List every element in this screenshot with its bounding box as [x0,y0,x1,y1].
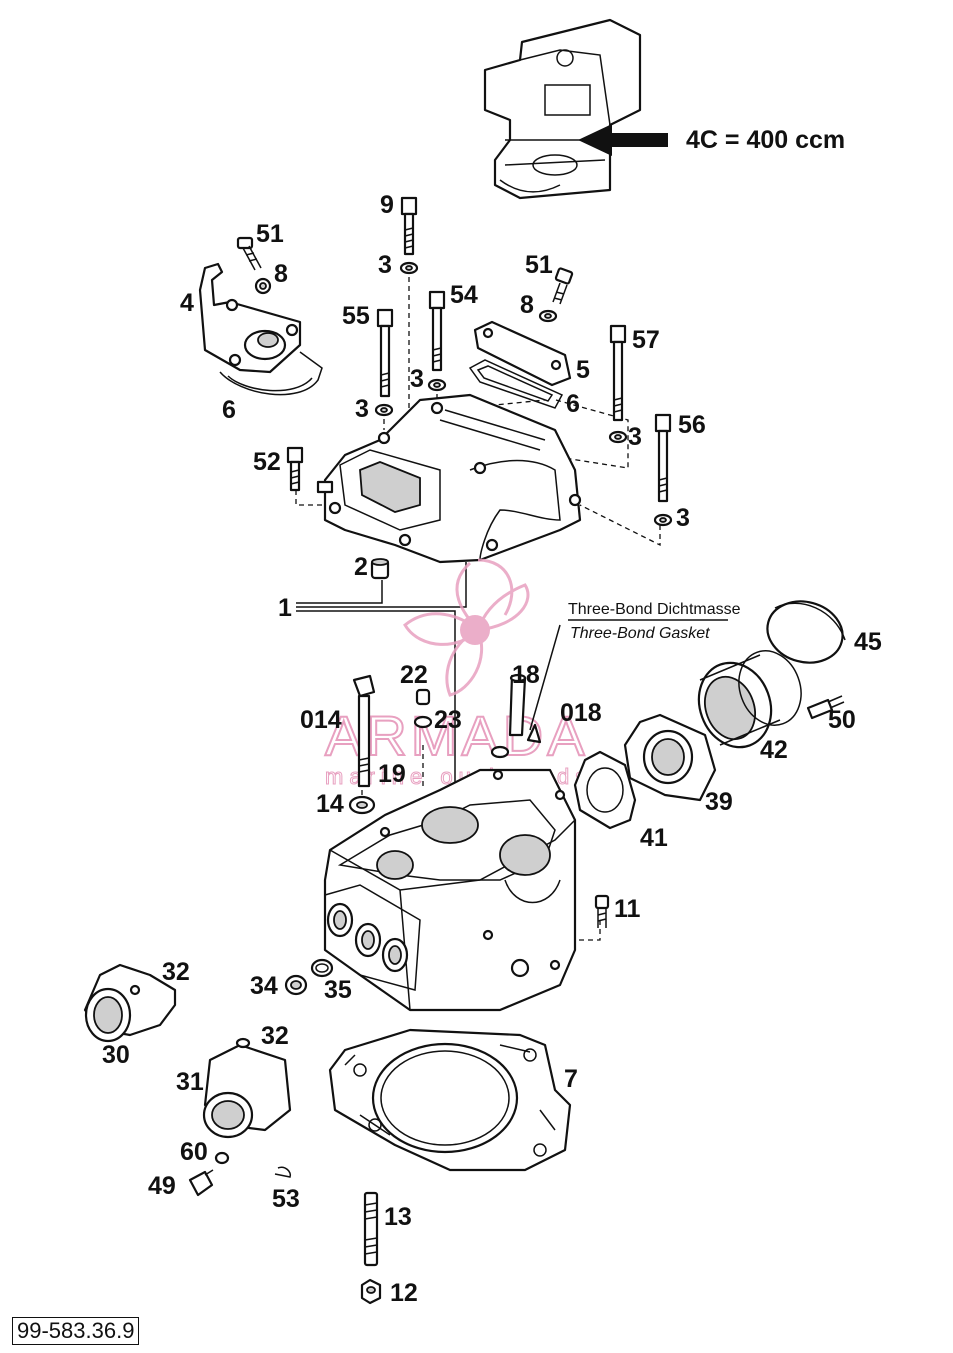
label-2: 2 [354,553,368,581]
intake-parts [573,600,846,830]
label-19: 19 [378,760,406,788]
label-60: 60 [180,1138,208,1166]
label-56: 56 [678,411,706,439]
label-30: 30 [102,1041,130,1069]
label-49: 49 [148,1172,176,1200]
label-31: 31 [176,1068,204,1096]
label-32-bottom: 32 [261,1022,289,1050]
label-42: 42 [760,736,788,764]
capacity-callout: 4C = 400 ccm [686,126,845,154]
label-7: 7 [564,1065,578,1093]
label-9: 9 [380,191,394,219]
label-41: 41 [640,824,668,852]
part-labels: 51 8 4 6 9 3 51 54 8 55 57 5 3 6 3 56 3 … [102,191,882,1307]
label-1: 1 [278,594,292,622]
thermostat-housing [198,262,323,396]
head-gasket [328,1028,572,1172]
label-12: 12 [390,1279,418,1307]
label-5: 5 [576,356,590,384]
cylinder-head-cover [316,393,582,564]
label-35: 35 [324,976,352,1004]
valve-cover-plate [468,320,572,409]
label-51-right: 51 [525,251,553,279]
label-23: 23 [434,706,462,734]
label-3-right: 3 [628,423,642,451]
drawing-number: 99-583.36.9 [12,1317,140,1345]
label-014: 014 [300,706,342,734]
label-4: 4 [180,289,194,317]
arrow-icon [578,124,668,156]
label-34: 34 [250,972,278,1000]
label-52: 52 [253,448,281,476]
plug-and-oring [284,958,334,996]
label-45: 45 [854,628,882,656]
label-1-bracket [296,562,467,790]
label-51-left: 51 [256,220,284,248]
small-hardware [188,1151,292,1197]
label-8-left: 8 [274,260,288,288]
label-22: 22 [400,661,428,689]
note-line-1: Three-Bond Dichtmasse [568,601,741,618]
screw-11 [594,894,610,928]
note-line-2: Three-Bond Gasket [570,625,710,642]
label-11: 11 [614,895,641,923]
label-3-lower-right: 3 [676,504,690,532]
label-32-top: 32 [162,958,190,986]
label-39: 39 [705,788,733,816]
head-fasteners [348,673,542,869]
label-3-top: 3 [378,251,392,279]
label-54: 54 [450,281,478,309]
label-18: 18 [512,661,540,689]
cylinder-head [323,768,577,1012]
screw-51-left [236,236,272,295]
label-50: 50 [828,706,856,734]
stud-and-nut [360,1191,382,1305]
label-57: 57 [632,326,660,354]
label-8-right: 8 [520,291,534,319]
label-13: 13 [384,1203,412,1231]
engine-thumbnail [483,18,642,200]
bolts [286,196,673,527]
label-55: 55 [342,302,370,330]
label-14: 14 [316,790,344,818]
label-53: 53 [272,1185,300,1213]
label-6-left: 6 [222,396,236,424]
label-3-left: 3 [355,395,369,423]
label-3-mid: 3 [410,365,424,393]
label-6-right: 6 [566,390,580,418]
label-018: 018 [560,699,602,727]
exhaust-flanges [83,963,292,1139]
armada-logo [403,558,530,697]
dowel-pin [370,558,390,580]
